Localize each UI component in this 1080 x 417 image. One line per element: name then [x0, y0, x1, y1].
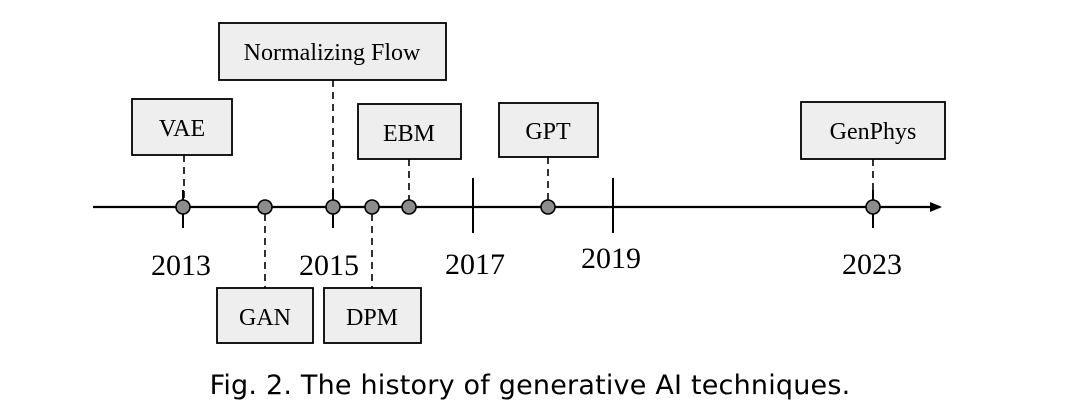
year-2015: 2015 — [299, 249, 359, 282]
dashed-connectors — [183, 80, 874, 288]
label-vae: VAE — [159, 116, 205, 142]
figure-caption: Fig. 2. The history of generative AI tec… — [209, 370, 851, 401]
technique-boxes — [131, 22, 946, 344]
year-2017: 2017 — [445, 248, 505, 281]
box-ebm — [357, 103, 462, 160]
year-ticks — [182, 178, 874, 233]
label-normalizing-flow: Normalizing Flow — [244, 40, 421, 66]
year-labels: 2013 2015 2017 2019 2023 — [151, 242, 902, 282]
box-dpm — [323, 287, 422, 344]
year-2013: 2013 — [151, 249, 211, 282]
technique-labels: VAE Normalizing Flow EBM GPT GenPhys GAN… — [159, 40, 916, 331]
node-gan — [257, 199, 273, 215]
node-genphys — [865, 199, 881, 215]
node-ebm — [401, 199, 417, 215]
timeline-nodes — [175, 199, 881, 215]
label-dpm: DPM — [346, 305, 398, 331]
node-gpt — [540, 199, 556, 215]
node-vae — [175, 199, 191, 215]
box-gan — [216, 287, 314, 344]
box-vae — [131, 98, 233, 156]
year-2019: 2019 — [581, 242, 641, 275]
node-normalizing-flow — [325, 199, 341, 215]
label-ebm: EBM — [383, 121, 435, 147]
box-normalizing-flow — [218, 22, 447, 81]
box-gpt — [498, 102, 599, 158]
year-2023: 2023 — [842, 248, 902, 281]
node-dpm — [364, 199, 380, 215]
box-genphys — [800, 101, 946, 160]
label-gan: GAN — [239, 305, 291, 331]
label-gpt: GPT — [525, 119, 571, 145]
label-genphys: GenPhys — [830, 119, 917, 145]
